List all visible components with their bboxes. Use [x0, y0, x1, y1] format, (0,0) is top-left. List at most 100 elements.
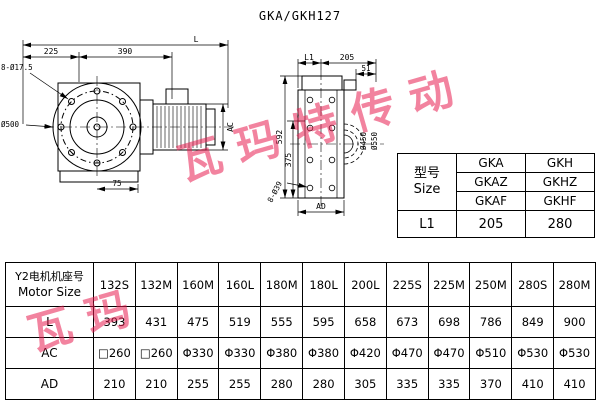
value-cell: 335 [427, 368, 471, 400]
model-cell: GKHZ [525, 172, 595, 192]
model-cell: GKAF [456, 191, 526, 211]
value-cell: 410 [553, 368, 596, 400]
size-row-AC: AC □260 □260 Φ330 Φ330 Φ380 Φ380 Φ420 Φ4… [5, 337, 596, 369]
dim-label-bolt-holes: 8-Ø17.5 [1, 63, 33, 72]
column-header: 132S [93, 262, 136, 307]
value-cell: 900 [553, 306, 596, 338]
dim-label-51: 51 [361, 64, 370, 73]
left-view-dimension-lines [22, 40, 229, 193]
value-cell: Φ330 [176, 337, 220, 369]
dim-label-d450: Ø450 [359, 131, 368, 150]
column-header: 250M [469, 262, 513, 307]
dim-label-d500: Ø500 [1, 120, 20, 129]
dim-label-bolt-holes: 8-Ø39 [266, 180, 285, 204]
value-cell: Φ380 [302, 337, 345, 369]
column-header: 160L [218, 262, 262, 307]
model-cell: GKA [456, 153, 526, 173]
value-cell: 280 [302, 368, 345, 400]
value-cell: 280 [260, 368, 304, 400]
model-table-header: 型号 Size [397, 153, 457, 211]
size-header-en: Motor Size [17, 284, 82, 299]
row-label-AD: AD [5, 368, 94, 400]
dim-label-390: 390 [118, 47, 133, 56]
row-label-L: L [5, 306, 94, 338]
model-cell: GKHF [525, 191, 595, 211]
model-header-cn: 型号 [413, 165, 440, 181]
value-cell: 555 [260, 306, 304, 338]
dim-label-375: 375 [284, 153, 293, 168]
shaft-arc [343, 134, 354, 154]
value-cell: 431 [134, 306, 178, 338]
value-cell: Φ470 [427, 337, 471, 369]
value-cell: 393 [93, 306, 136, 338]
top-plate [343, 79, 357, 91]
size-table-header-row: Y2电机机座号 Motor Size 132S 132M 160M 160L 1… [5, 262, 596, 307]
value-cell: 595 [302, 306, 345, 338]
dim-label-L: L [194, 35, 199, 44]
row-label-AC: AC [5, 337, 94, 369]
column-header: 200L [343, 262, 387, 307]
technical-drawing: L 225 390 8-Ø17.5 Ø500 AC 75 [1, 35, 384, 216]
value-cell: 210 [93, 368, 136, 400]
value-cell: Φ530 [511, 337, 555, 369]
value-cell: Φ380 [260, 337, 304, 369]
page-title: GKA/GKH127 [258, 9, 342, 23]
value-cell: □260 [134, 337, 178, 369]
dim-label-d550: Ø550 [370, 131, 379, 150]
model-table: 型号 Size GKA GKH GKAZ GKHZ GKAF GKHF L1 2… [397, 153, 595, 238]
value-cell: Φ470 [385, 337, 429, 369]
value-cell: 210 [134, 368, 178, 400]
flange-bolt-holes [306, 96, 336, 192]
value-cell: 698 [427, 306, 471, 338]
dim-label-225: 225 [44, 47, 59, 56]
value-cell: 673 [385, 306, 429, 338]
terminal-box [165, 88, 189, 105]
right-view-dim-labels: L1 205 51 592 375 8-Ø39 Ø450 Ø550 AD [266, 53, 379, 211]
flange-arc-inner [343, 129, 359, 159]
value-cell: Φ420 [343, 337, 387, 369]
value-cell: Φ510 [469, 337, 513, 369]
column-header: 160M [176, 262, 220, 307]
dim-label-L1: L1 [304, 53, 314, 62]
value-cell: 475 [176, 306, 220, 338]
value-cell: 255 [176, 368, 220, 400]
value-cell: 255 [218, 368, 262, 400]
model-cell: GKAZ [456, 172, 526, 192]
column-header: 225M [427, 262, 471, 307]
dim-label-AC: AC [226, 122, 235, 132]
column-header: 280S [511, 262, 555, 307]
column-header: 132M [134, 262, 178, 307]
column-header: 180M [260, 262, 304, 307]
dim-label-AD: AD [316, 202, 326, 211]
value-cell: 849 [511, 306, 555, 338]
l1-value-gkh: 280 [525, 210, 595, 238]
dim-label-75: 75 [112, 179, 121, 188]
right-view [290, 70, 384, 206]
model-row-l1: L1 205 280 [397, 210, 595, 238]
dim-label-205: 205 [340, 53, 355, 62]
model-row-3: GKAF GKHF [398, 191, 595, 211]
size-row-AD: AD 210 210 255 255 280 280 305 335 335 3… [5, 368, 596, 400]
right-view-dimension-lines [280, 59, 377, 216]
model-header-en: Size [413, 182, 441, 197]
value-cell: 658 [343, 306, 387, 338]
dim-label-592: 592 [275, 130, 284, 145]
value-cell: Φ330 [218, 337, 262, 369]
motor-size-table: Y2电机机座号 Motor Size 132S 132M 160M 160L 1… [5, 262, 596, 400]
size-table-corner: Y2电机机座号 Motor Size [5, 262, 94, 307]
value-cell: 370 [469, 368, 513, 400]
l1-label: L1 [397, 210, 457, 238]
base-foot [59, 170, 139, 183]
model-cell: GKH [525, 153, 595, 173]
model-row-2: GKAZ GKHZ [398, 172, 595, 192]
value-cell: Φ530 [553, 337, 596, 369]
value-cell: 335 [385, 368, 429, 400]
column-header: 225S [385, 262, 429, 307]
left-view-dim-labels: L 225 390 8-Ø17.5 Ø500 AC 75 [1, 35, 235, 188]
column-header: 180L [302, 262, 345, 307]
size-header-cn: Y2电机机座号 [15, 269, 84, 283]
value-cell: □260 [93, 337, 136, 369]
value-cell: 786 [469, 306, 513, 338]
value-cell: 305 [343, 368, 387, 400]
flange-arc-outer [343, 123, 365, 165]
